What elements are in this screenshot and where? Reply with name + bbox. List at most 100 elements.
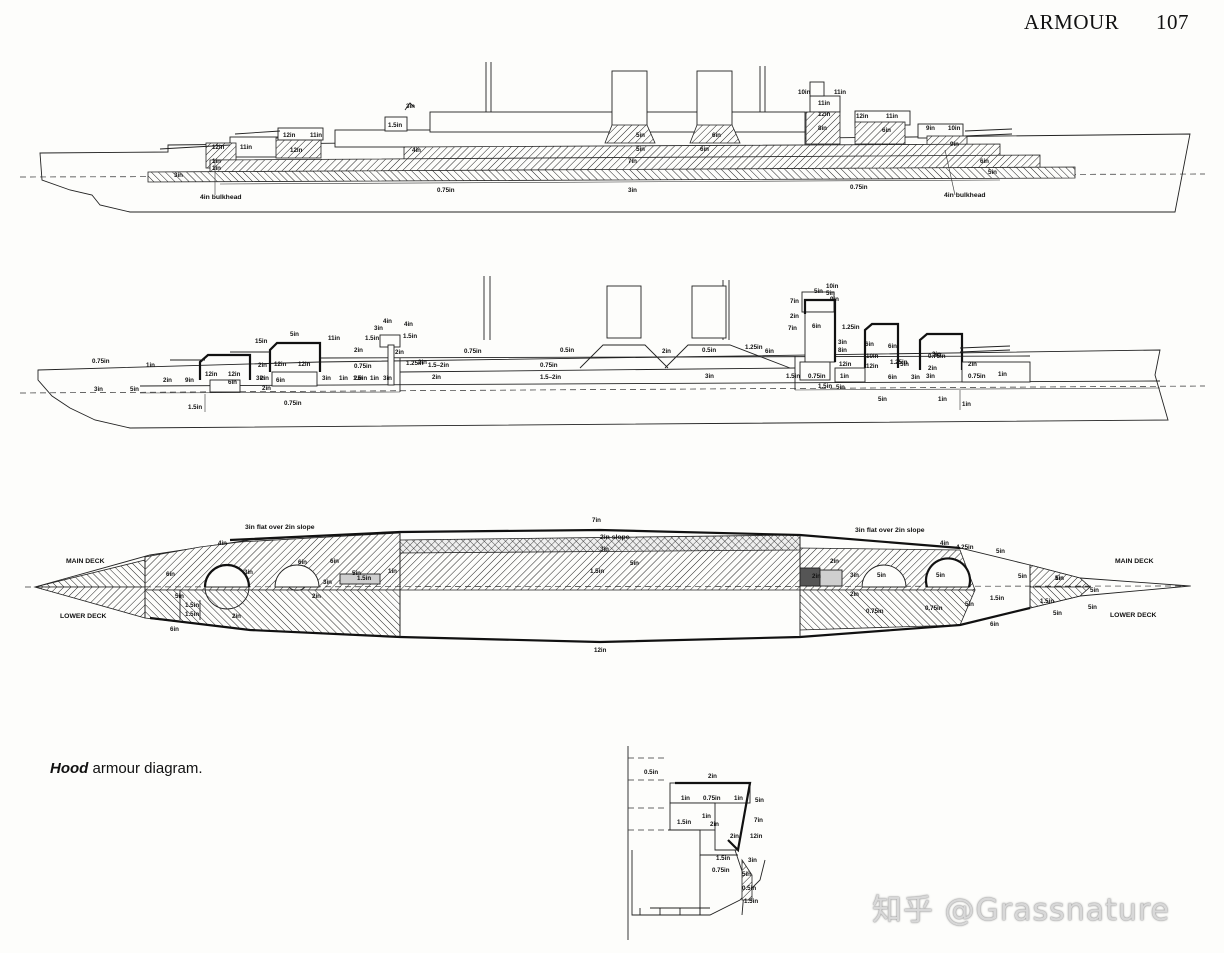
section-dimension-label: 3in (374, 325, 383, 332)
plan-dimension-label: LOWER DECK (60, 613, 107, 620)
section-dimension-label: 3in (838, 339, 847, 346)
profile-dimension-label: 10in (948, 125, 961, 132)
watermark: 知乎 @Grassnature (872, 893, 1171, 928)
section-dimension-label: 9in (185, 377, 194, 384)
section-dimension-label: 12in (866, 363, 879, 370)
detail-dimension-label: 0.5in (742, 885, 756, 892)
caption-ship-name: Hood (50, 760, 89, 777)
deck-plan-view (24, 528, 1196, 644)
section-dimension-label: 6in (888, 374, 897, 381)
detail-dimension-label: 2in (710, 821, 719, 828)
section-dimension-label: 6in (276, 377, 285, 384)
section-dimension-label: 0.75in (284, 400, 302, 407)
profile-dimension-label: 6in (882, 127, 891, 134)
profile-dimension-label: 11in (834, 89, 846, 96)
section-dimension-label: 1in (938, 396, 947, 403)
plan-dimension-label: 0.75in (925, 605, 943, 612)
detail-dimension-label: 1in (681, 795, 690, 802)
plan-dimension-label: 6in (330, 558, 339, 565)
plan-dimension-label: 1.5in (185, 611, 199, 618)
section-dimension-label: 7in (790, 298, 799, 305)
plan-dimension-label: LOWER DECK (1110, 612, 1157, 619)
section-dimension-label: 5in (878, 396, 887, 403)
plan-dimension-label: 1.5in (590, 568, 604, 575)
plan-dimension-label: 1.5in (357, 575, 371, 582)
section-dimension-label: 1.25in (406, 360, 424, 367)
page-number: 107 (1156, 10, 1189, 34)
plan-dimension-label: 1.5in (990, 595, 1004, 602)
profile-dimension-label: 9in (950, 141, 959, 148)
plan-dimension-label: 1.5in (185, 602, 199, 609)
section-dimension-label: 1in (962, 401, 971, 408)
section-dimension-label: 3in (911, 374, 920, 381)
profile-dimension-label: 1in (212, 165, 221, 172)
profile-dimension-label: 6in (980, 158, 989, 165)
section-dimension-label: 1.5in (818, 383, 832, 390)
profile-dimension-label: 8in (818, 125, 827, 132)
detail-dimension-label: 2in (730, 833, 739, 840)
section-dimension-label: 9in (830, 296, 839, 303)
section-dimension-label: 3in (322, 375, 331, 382)
plan-dimension-label: 3in (850, 572, 859, 579)
plan-dimension-label: 3in flat over 2in slope (855, 527, 925, 534)
inboard-section-view (19, 276, 1206, 429)
detail-dimension-label: 7in (754, 817, 763, 824)
profile-dimension-label: 11in (240, 144, 252, 151)
section-dimension-label: 2in (790, 313, 799, 320)
figure-caption: Hood armour diagram. (50, 760, 203, 777)
section-dimension-label: 12in (298, 361, 311, 368)
plan-dimension-label: 0.75in (866, 608, 884, 615)
section-dimension-label: 1in (339, 375, 348, 382)
plan-dimension-label: 5in (877, 572, 886, 579)
detail-dimension-label: 3in (748, 857, 757, 864)
profile-dimension-label: 10in (798, 89, 811, 96)
profile-dimension-label: 6in (712, 132, 721, 139)
profile-dimension-label: 11in (886, 113, 898, 120)
section-dimension-label: 1.5–2in (540, 374, 561, 381)
profile-dimension-label: 12in (290, 147, 303, 154)
section-dimension-label: 11in (328, 335, 340, 342)
caption-text: armour diagram. (88, 760, 203, 777)
section-dimension-label: 12in (839, 361, 852, 368)
profile-dimension-label: 9in (926, 125, 935, 132)
midship-detail-view (627, 746, 766, 940)
plan-dimension-label: 3in (323, 579, 332, 586)
section-dimension-label: 1.5in (365, 335, 379, 342)
profile-dimension-label: 5in (636, 132, 645, 139)
detail-dimension-label: 1.5in (744, 898, 758, 905)
profile-dimension-label: 12in (283, 132, 296, 139)
section-dimension-label: 12in (228, 371, 241, 378)
detail-dimension-label: 5in (755, 797, 764, 804)
detail-dimension-label: 0.5in (644, 769, 658, 776)
plan-dimension-label: 3in (600, 546, 609, 553)
profile-dimension-label: 1in (212, 158, 221, 165)
profile-dimension-label: 4in bulkhead (200, 194, 242, 201)
section-dimension-label: 10in (866, 353, 879, 360)
plan-dimension-label: 12in (594, 647, 607, 654)
plan-dimension-label: 5in (630, 560, 639, 567)
profile-dimension-label: 5in (988, 169, 997, 176)
plan-dimension-label: 2in slope (600, 534, 630, 541)
plan-dimension-label: 1in (1055, 575, 1064, 582)
detail-dimension-label: 1.5in (716, 855, 730, 862)
section-dimension-label: 2in (163, 377, 172, 384)
section-dimension-label: 1.5in (403, 333, 417, 340)
section-dimension-label: 5in (290, 331, 299, 338)
section-dimension-label: 6in (888, 343, 897, 350)
plan-dimension-label: 2in (830, 558, 839, 565)
plan-dimension-label: 2in (850, 591, 859, 598)
plan-dimension-label: 6in (166, 571, 175, 578)
plan-dimension-label: 2in (232, 613, 241, 620)
plan-dimension-label: 5in (1055, 575, 1064, 582)
profile-dimension-label: 4in (412, 147, 421, 154)
plan-dimension-label: 4in (940, 540, 949, 547)
section-dimension-label: 4in (383, 318, 392, 325)
detail-dimension-label: 1in (734, 795, 743, 802)
plan-dimension-label: 7in (592, 517, 601, 524)
section-dimension-label: 0.75in (808, 373, 826, 380)
plan-dimension-label: 2in (812, 573, 821, 580)
plan-dimension-label: 5in (965, 601, 974, 608)
detail-dimension-label: 12in (750, 833, 763, 840)
section-dimension-label: 2in (354, 375, 363, 382)
section-dimension-label: 6in (812, 323, 821, 330)
